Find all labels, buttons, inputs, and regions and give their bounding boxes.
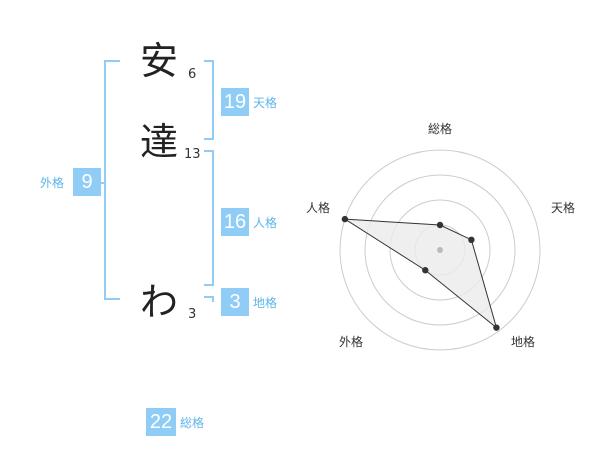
gaikaku-bracket-top [104, 60, 120, 62]
name-char-3: わ [140, 280, 179, 324]
radar-grid-ring [364, 174, 516, 326]
soukaku-badge: 22 [146, 408, 176, 436]
radar-label-gaikaku: 外格 [339, 335, 364, 349]
tenkaku-bracket-bottom [204, 138, 214, 140]
radar-center-point [437, 247, 443, 253]
chikaku-badge: 3 [221, 288, 249, 316]
jinkaku-badge: 16 [221, 208, 249, 236]
tenkaku-bracket-vertical [212, 60, 214, 140]
gaikaku-bracket-tick [100, 182, 106, 184]
soukaku-label: 総格 [180, 416, 205, 430]
gaikaku-label: 外格 [40, 176, 65, 190]
tenkaku-badge: 19 [221, 88, 249, 116]
tenkaku-bracket-top [204, 60, 214, 62]
radar-point [436, 221, 444, 229]
name-char-1: 安 [140, 39, 179, 83]
radar-point [468, 236, 475, 244]
stroke-count-3: 3 [188, 307, 197, 322]
stroke-count-2: 13 [184, 147, 201, 162]
radar-point [493, 324, 500, 331]
radar-grid-ring [339, 149, 541, 351]
gaikaku-bracket-vertical [104, 60, 106, 300]
radar-series-polygon [344, 218, 498, 330]
radar-label-jinkaku: 人格 [306, 201, 331, 215]
gaikaku-bracket-bottom [104, 298, 120, 300]
radar-grid-ring [389, 199, 491, 301]
chikaku-label: 地格 [253, 296, 278, 310]
tenkaku-label: 天格 [253, 96, 278, 110]
radar-label-chikaku: 地格 [511, 335, 536, 349]
gaikaku-badge: 9 [73, 168, 101, 196]
jinkaku-bracket-bottom [204, 284, 214, 286]
chikaku-bracket-top [204, 296, 214, 298]
name-char-2: 達 [140, 120, 179, 164]
radar-label-tenkaku: 天格 [551, 201, 576, 215]
jinkaku-bracket-vertical [212, 150, 214, 286]
jinkaku-bracket-top [204, 150, 214, 152]
radar-point [422, 267, 429, 274]
chikaku-bracket-vertical [212, 296, 214, 302]
stroke-count-1: 6 [188, 67, 197, 82]
jinkaku-label: 人格 [253, 216, 278, 230]
radar-point [341, 215, 349, 223]
radar-label-soukaku: 総格 [428, 122, 453, 136]
